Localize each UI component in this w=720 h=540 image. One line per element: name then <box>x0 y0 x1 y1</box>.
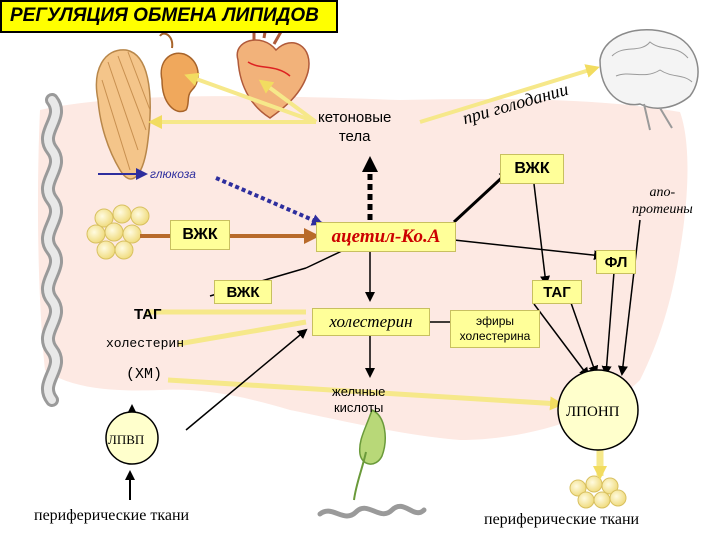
title-banner: РЕГУЛЯЦИЯ ОБМЕНА ЛИПИДОВ <box>0 0 338 33</box>
peripheral-tissues-right-label: периферические ткани <box>484 511 640 528</box>
acetyl-coa-box: ацетил-Ко.А <box>316 222 456 252</box>
apoproteins-label: апо- протеины <box>632 184 693 218</box>
fat-cells-icon <box>569 475 627 509</box>
pathway-arrows <box>125 170 641 500</box>
bile-line1: желчные <box>332 384 386 399</box>
tag-right-box: ТАГ <box>532 280 582 304</box>
lpvp-label: ЛПВП <box>108 432 145 447</box>
fat-cells-icon <box>86 204 150 260</box>
peripheral-tissues-left-label: периферические ткани <box>34 507 190 524</box>
kidney-icon <box>159 32 199 113</box>
ketone-label-line1: кетоновые <box>318 109 392 126</box>
brain-icon <box>599 29 699 131</box>
esters-line1: эфиры <box>476 314 514 328</box>
cholesterol-box: холестерин <box>312 308 430 336</box>
bile-line2: кислоты <box>333 400 384 415</box>
apo-label-line2: протеины <box>632 202 693 217</box>
cholesterin-left-label: холестерин <box>106 336 185 351</box>
bile-acids-label: желчные кислоты <box>332 384 385 416</box>
lponp-label: ЛПОНП <box>566 404 620 420</box>
page-title: РЕГУЛЯЦИЯ ОБМЕНА ЛИПИДОВ <box>10 5 319 26</box>
glucose-label: глюкоза <box>150 167 196 181</box>
intestine-icon <box>317 503 427 519</box>
cholesterol-esters-box: эфиры холестерина <box>450 310 540 348</box>
esters-line2: холестерина <box>459 329 531 343</box>
tag-left-label: ТАГ <box>134 306 162 323</box>
ketone-bodies-label: кетоновые тела <box>318 108 391 146</box>
ketone-label-line2: тела <box>338 128 371 145</box>
xm-label: (ХМ) <box>126 366 163 383</box>
yellow-arrows <box>146 64 607 480</box>
apo-label-line1: апо- <box>649 185 676 200</box>
vzhk-top-box: ВЖК <box>500 154 564 184</box>
fl-box: ФЛ <box>596 250 636 274</box>
muscle-icon <box>95 49 151 180</box>
glucose-arrows <box>98 168 324 226</box>
vzhk-mid-box: ВЖК <box>214 280 272 304</box>
vzhk-left-box: ВЖК <box>170 220 230 250</box>
lponp-circle <box>557 369 639 451</box>
gallbladder-icon <box>353 408 386 501</box>
ketone-arrow <box>362 156 378 220</box>
lpvp-circle <box>105 411 159 465</box>
